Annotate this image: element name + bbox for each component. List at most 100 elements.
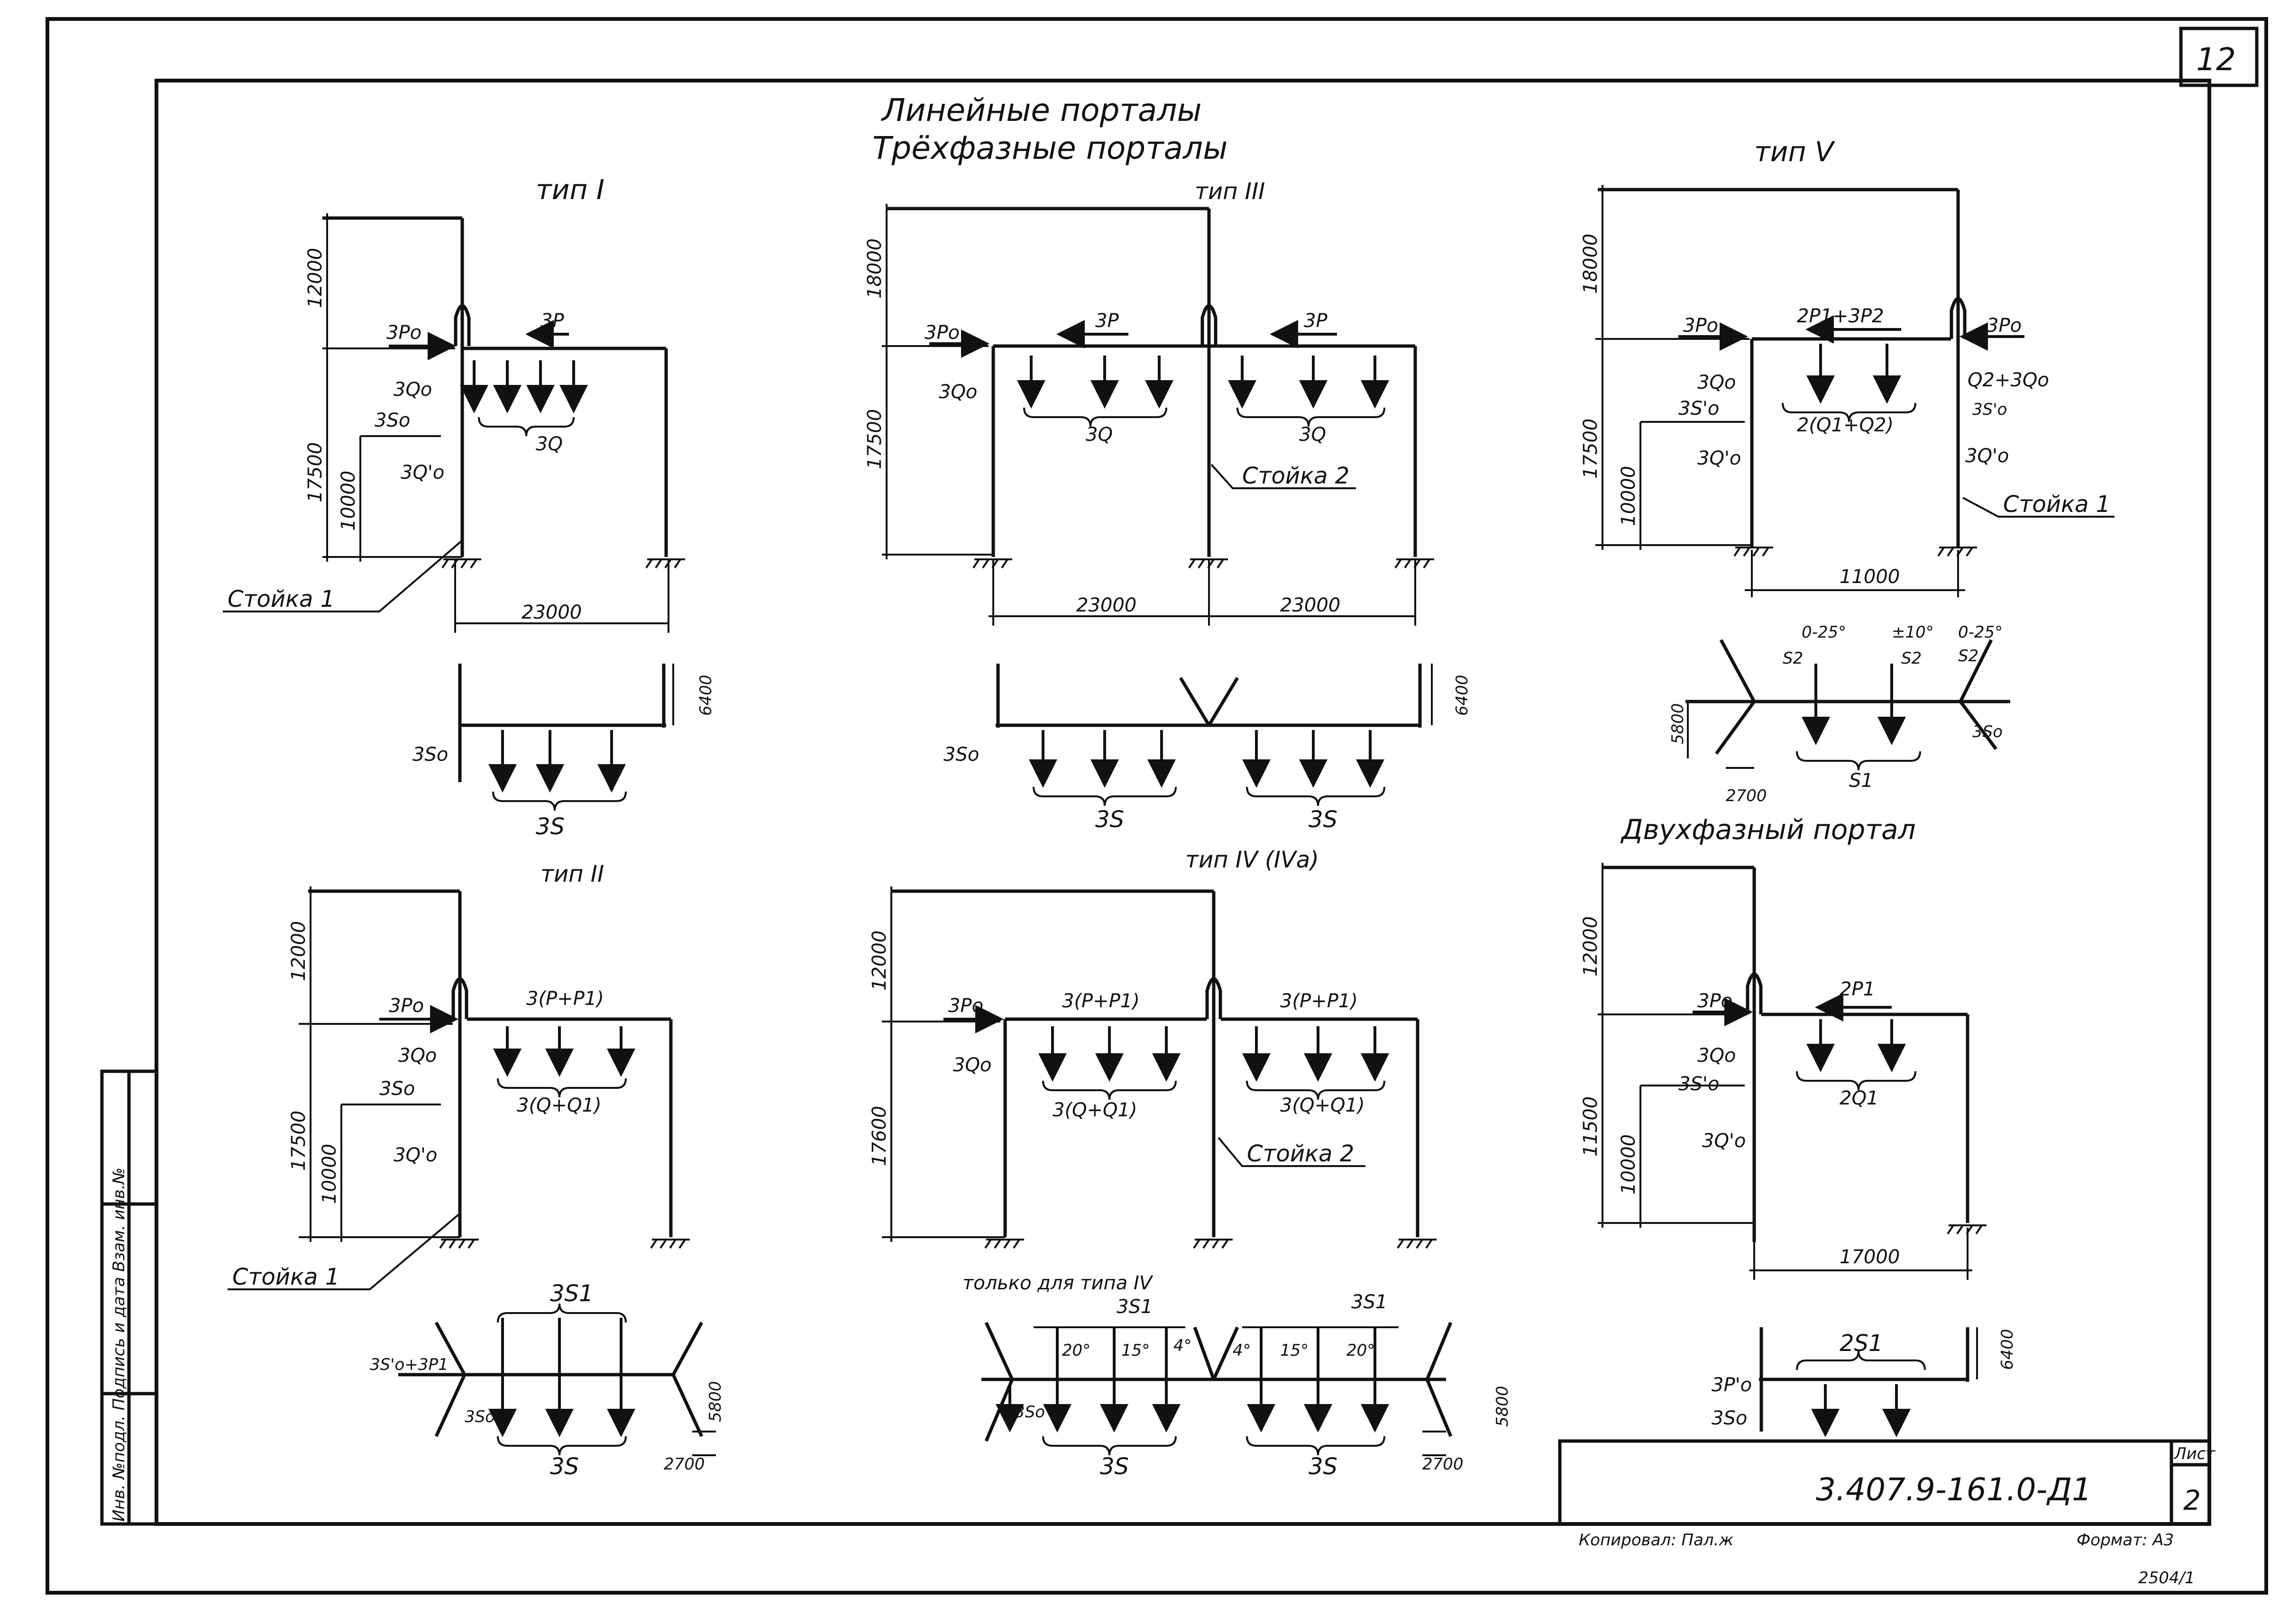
plan-dim-5800: 5800 (706, 1381, 725, 1422)
dim-12000: 12000 (304, 248, 326, 308)
plan-3So: 3So (1712, 1407, 1747, 1429)
format: Формат: А3 (2077, 1531, 2174, 1550)
plan-3S: 3S (536, 813, 565, 840)
load-3Q-left: 3Q (1086, 424, 1113, 446)
load-3Qo-prime: 3Q'o (394, 1144, 437, 1166)
load-2P1: 2P1 (1840, 978, 1875, 1000)
dim-12000: 12000 (1580, 916, 1602, 976)
outer-frame (46, 17, 2268, 1595)
side-stamp-text: Инв. №подл. Подпись и дата Взам. инв.№ (110, 1168, 128, 1522)
load-3Q: 3Q (536, 433, 563, 455)
plan-dim-2700: 2700 (1726, 786, 1767, 805)
portal-type-5: тип V 18000 17500 10000 3Po 2P1+3P2 3Po … (1580, 136, 2115, 805)
dim-10000: 10000 (1618, 466, 1639, 526)
load-2Q1: 2Q1 (1840, 1087, 1878, 1109)
title-block: 3.407.9-161.0-Д1 Лист 2 (1558, 1439, 2216, 1526)
type-5-title: тип V (1754, 136, 1836, 168)
list-label: Лист (2173, 1444, 2216, 1463)
archive-number: 2504/1 (2138, 1569, 2195, 1588)
load-3Po: 3Po (386, 322, 421, 344)
plan-note: только для типа IV (962, 1272, 1154, 1294)
load-3PP1: 3(P+P1) (526, 988, 604, 1010)
plan-3So: 3So (1015, 1403, 1045, 1422)
dim-12000: 12000 (288, 921, 310, 981)
load-3So: 3So (379, 1078, 415, 1100)
plan-3So: 3So (465, 1407, 495, 1426)
load-3Po: 3Po (948, 995, 983, 1017)
load-3Qo: 3Qo (394, 379, 432, 401)
plan-dim-2700: 2700 (1422, 1455, 1464, 1474)
angle-0-25-right: 0-25° (1958, 623, 2003, 642)
angle-15-right: 15° (1280, 1341, 1309, 1360)
plan-3So-3P1: 3S'o+3P1 (370, 1355, 449, 1374)
load-3Qo: 3Qo (1697, 372, 1736, 393)
dim-17500: 17500 (864, 409, 886, 469)
load-2P1-3P2: 2P1+3P2 (1797, 305, 1884, 327)
type-4-title: тип IV (IVа) (1185, 847, 1319, 873)
two-phase-title: Двухфазный портал (1620, 813, 1916, 846)
angle-15-left: 15° (1121, 1341, 1150, 1360)
angle-20-right: 20° (1346, 1341, 1375, 1360)
page-number-box (2179, 27, 2259, 87)
load-3P-left: 3P (1095, 310, 1119, 332)
portal-type-1: тип I 12000 17500 10000 3Po 3P 3Qo 3So 3… (223, 173, 715, 840)
plan-3S-left: 3S (1095, 806, 1124, 833)
stoyka-1-label: Стойка 1 (228, 586, 335, 612)
plan-S1: S1 (1849, 770, 1873, 792)
dim-18000: 18000 (864, 238, 886, 299)
angle-pm10: ±10° (1892, 623, 1934, 642)
plan-3S-right: 3S (1309, 806, 1337, 833)
plan-dim-6400: 6400 (1998, 1329, 2017, 1370)
load-3So-prime: 3S'o (1678, 1073, 1719, 1095)
plan-3S-right: 3S (1309, 1453, 1337, 1480)
copied-by: Копировал: Пал.ж (1579, 1531, 1733, 1550)
load-3So-prime-right: 3S'o (1972, 400, 2007, 419)
load-3QQ1: 3(Q+Q1) (517, 1095, 602, 1116)
inner-frame (155, 79, 2211, 1526)
load-3Qo: 3Qo (953, 1054, 991, 1076)
dim-11000: 11000 (1840, 566, 1900, 588)
dim-23000-right: 23000 (1280, 594, 1340, 616)
load-3Po-right: 3Po (1987, 315, 2022, 337)
title-linear-portals: Линейные порталы (881, 92, 1202, 128)
plan-dim-5800: 5800 (1493, 1386, 1512, 1427)
angle-4-right: 4° (1233, 1341, 1251, 1360)
load-3QQ1-right: 3(Q+Q1) (1280, 1095, 1365, 1116)
plan-3S1: 3S1 (550, 1280, 594, 1307)
load-3Qo: 3Qo (939, 381, 977, 403)
plan-3S: 3S (550, 1453, 579, 1480)
plan-3S1-left: 3S1 (1117, 1296, 1153, 1318)
stoyka-1-label: Стойка 1 (2003, 491, 2110, 518)
plan-3So: 3So (412, 744, 448, 766)
portal-type-4: тип IV (IVа) 12000 17600 3Po 3(P+P1) 3(P… (869, 847, 1512, 1480)
angle-4-left: 4° (1173, 1336, 1192, 1355)
dim-17600: 17600 (869, 1106, 890, 1166)
load-3QQ1-left: 3(Q+Q1) (1053, 1099, 1137, 1121)
designation: 3.407.9-161.0-Д1 (1816, 1471, 2092, 1508)
angle-20-left: 20° (1062, 1341, 1090, 1360)
load-3Po: 3Po (389, 995, 424, 1017)
dim-18000: 18000 (1580, 234, 1602, 294)
dim-12000: 12000 (869, 931, 890, 991)
load-3Qo: 3Qo (398, 1045, 437, 1067)
plan-dim-5800: 5800 (1668, 703, 1687, 744)
dim-10000: 10000 (319, 1144, 340, 1204)
load-2Q1Q2: 2(Q1+Q2) (1797, 414, 1894, 436)
plan-3So: 3So (1972, 722, 2003, 741)
load-3Po: 3Po (925, 322, 960, 344)
load-3Q-right: 3Q (1299, 424, 1326, 446)
load-3Qo-prime-right: 3Q'o (1965, 445, 2009, 467)
load-3P-right: 3P (1304, 310, 1328, 332)
stoyka-2-label: Стойка 2 (1247, 1140, 1354, 1167)
plan-S2-a: S2 (1783, 649, 1803, 668)
type-2-title: тип II (540, 861, 604, 887)
load-3So-prime: 3S'o (1678, 398, 1719, 420)
dim-10000: 10000 (338, 471, 359, 531)
plan-3So: 3So (943, 744, 979, 766)
dim-17500: 17500 (304, 442, 326, 502)
load-Q2-3Qo: Q2+3Qo (1968, 369, 2049, 391)
dim-17500: 17500 (288, 1111, 310, 1171)
load-3P: 3P (540, 310, 564, 332)
dim-17500: 17500 (1580, 419, 1602, 479)
